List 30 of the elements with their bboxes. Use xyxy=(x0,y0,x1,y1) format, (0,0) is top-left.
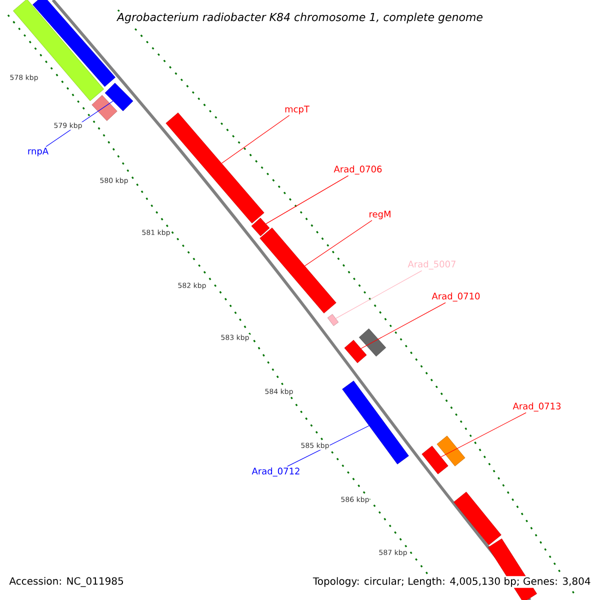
gene-bar xyxy=(251,218,270,236)
gene-bar xyxy=(344,340,367,364)
leader-line xyxy=(221,115,290,164)
gene-label: Arad_0712 xyxy=(252,468,300,476)
leader-line xyxy=(304,220,372,266)
gene-label: mcpT xyxy=(285,106,310,114)
gene-bar xyxy=(92,95,118,121)
leader-line xyxy=(440,412,526,458)
gene-bar xyxy=(260,228,336,314)
gene-bar xyxy=(358,328,386,357)
gene-bar xyxy=(342,380,409,464)
leader-line xyxy=(336,270,422,319)
gene-label: Arad_0706 xyxy=(334,166,382,174)
leader-line xyxy=(287,425,370,467)
gene-bar xyxy=(422,446,448,474)
gene-label: Arad_5007 xyxy=(408,260,456,270)
gene-label: rnpA xyxy=(28,148,48,156)
leader-line xyxy=(266,175,349,224)
gene-label: regM xyxy=(370,210,390,220)
gene-bar xyxy=(166,112,264,224)
title: Agrobacterium radiobacter K84 chromosome 1, complete genome xyxy=(116,12,484,24)
gene-bar xyxy=(104,82,134,112)
leader-line xyxy=(360,302,446,349)
gene-bar xyxy=(327,314,339,326)
gene-label: Arad_0713 xyxy=(512,402,561,412)
footer-text: Topology: circular; Length: 4,005,130 bp; Genes: 3,804 xyxy=(312,576,592,588)
gene-bar xyxy=(436,436,466,466)
gene-bar xyxy=(454,492,502,546)
gene-label: Arad_0710 xyxy=(432,292,480,302)
footer-text: Accession: NC_011985 xyxy=(8,576,125,588)
